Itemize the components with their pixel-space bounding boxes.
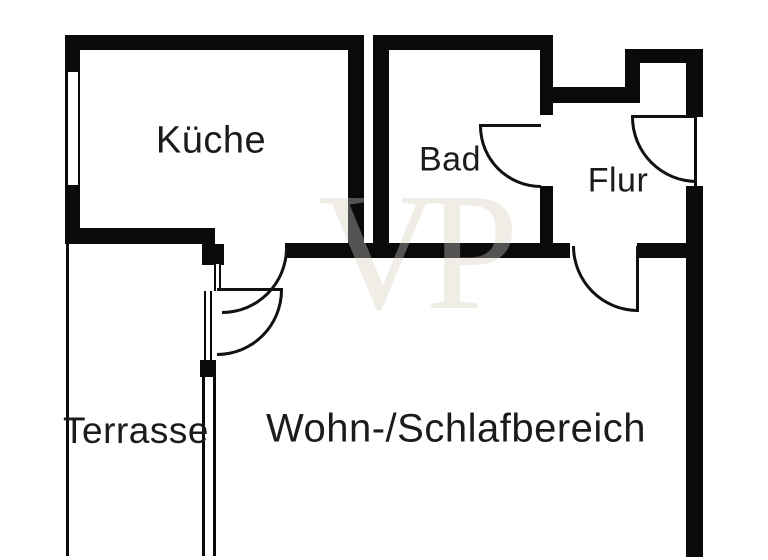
terrasse-wall-stub-upper <box>202 244 224 265</box>
wall-kueche-top <box>65 35 364 50</box>
terrasse-window-upper <box>214 264 221 291</box>
flur-door-swing-arc <box>572 246 638 312</box>
wall-kueche-bottom <box>65 228 215 244</box>
wall-kueche-right <box>348 35 364 258</box>
terrasse-door-leaf <box>217 288 283 291</box>
room-label-kueche: Küche <box>155 119 267 162</box>
wall-niche-bottom <box>540 87 640 103</box>
entrance-door-leaf <box>631 115 697 118</box>
wall-separator-right <box>637 243 703 258</box>
terrasse-door-frame <box>204 291 212 362</box>
wall-bad-left <box>373 35 389 258</box>
room-label-flur: Flur <box>587 161 649 200</box>
wall-bad-right-upper <box>540 35 553 115</box>
wall-entry-top <box>625 49 703 63</box>
terrasse-wall-stub-lower <box>200 360 216 377</box>
room-label-wohn-schlafbereich: Wohn-/Schlafbereich <box>265 406 647 451</box>
wall-right-lower <box>686 186 703 557</box>
room-label-bad: Bad <box>419 140 481 179</box>
bad-door-swing-arc <box>479 126 541 188</box>
wall-separator-left <box>285 243 570 258</box>
terrasse-left-edge <box>66 243 69 556</box>
terrasse-door-swing-arc <box>217 290 283 356</box>
room-label-terrasse: Terrasse <box>63 410 209 451</box>
wall-bad-right-lower <box>540 186 553 258</box>
wall-right-upper <box>686 49 703 117</box>
wall-bad-top <box>373 35 553 50</box>
bad-door-leaf <box>479 124 541 127</box>
kueche-window <box>67 72 78 185</box>
terrasse-window-lower <box>202 377 216 556</box>
